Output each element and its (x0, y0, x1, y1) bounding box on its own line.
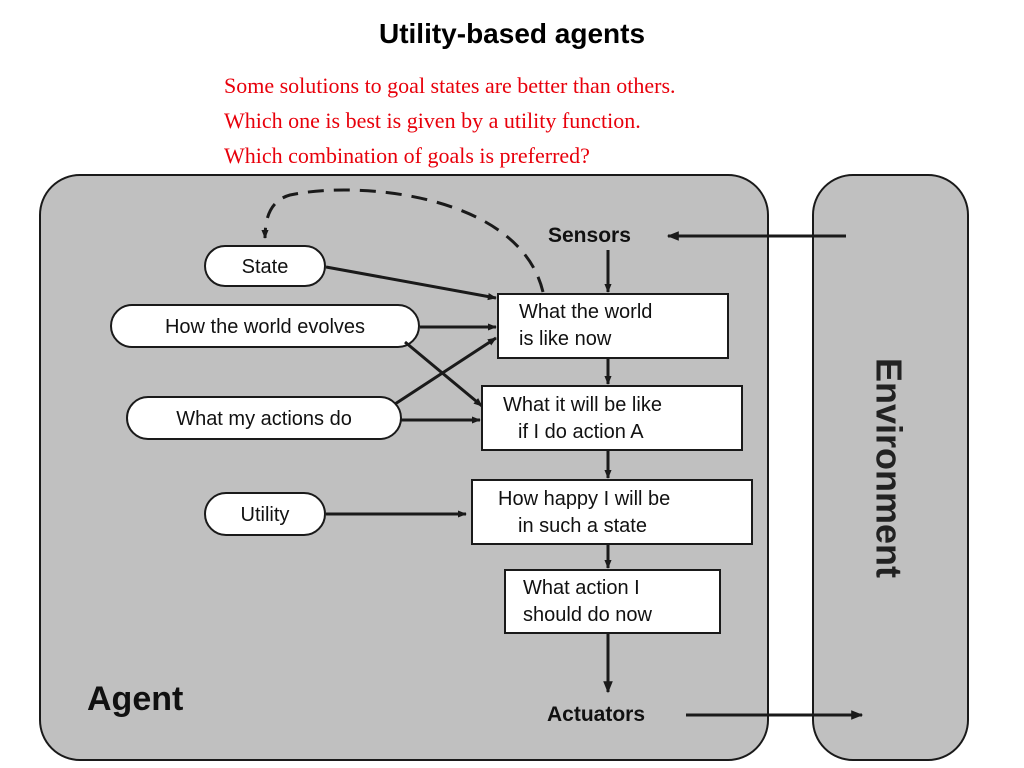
sensors-label: Sensors (548, 224, 631, 247)
box-action-now: What action I should do now (504, 569, 721, 634)
subtitle-line-3: Which combination of goals is preferred? (224, 143, 590, 168)
box-world-if-action: What it will be like if I do action A (481, 385, 743, 451)
environment-panel (812, 174, 969, 761)
box-world-if-action-line-2: if I do action A (518, 421, 644, 443)
oval-how-world-evolves: How the world evolves (110, 304, 420, 348)
box-world-now-line-1: What the world (519, 301, 652, 323)
subtitle-line-2: Which one is best is given by a utility … (224, 108, 641, 133)
agent-label: Agent (87, 680, 183, 718)
actuators-label: Actuators (547, 703, 645, 726)
box-how-happy-line-2: in such a state (518, 515, 647, 537)
oval-how-world-evolves-label: How the world evolves (165, 316, 365, 338)
oval-utility: Utility (204, 492, 326, 536)
box-action-now-line-1: What action I (523, 577, 640, 599)
page-title: Utility-based agents (378, 18, 646, 49)
subtitle-line-1: Some solutions to goal states are better… (224, 73, 676, 98)
box-action-now-line-2: should do now (523, 604, 653, 626)
oval-state: State (204, 245, 326, 287)
oval-what-my-actions-do-label: What my actions do (176, 408, 352, 430)
oval-utility-label: Utility (241, 504, 290, 526)
subtitle: Some solutions to goal states are better… (224, 68, 676, 173)
box-world-now: What the world is like now (497, 293, 729, 359)
box-world-now-line-2: is like now (519, 328, 612, 350)
box-world-if-action-line-1: What it will be like (503, 394, 662, 416)
agent-panel (39, 174, 769, 761)
oval-state-label: State (242, 256, 289, 278)
environment-label: Environment (868, 358, 909, 578)
box-how-happy: How happy I will be in such a state (471, 479, 753, 545)
arrow-dashed-feedback (261, 188, 545, 293)
arrow-actions-to-world-now (394, 336, 497, 406)
oval-what-my-actions-do: What my actions do (126, 396, 402, 440)
arrow-state-to-world-now (325, 265, 497, 301)
box-how-happy-line-1: How happy I will be (498, 488, 670, 510)
